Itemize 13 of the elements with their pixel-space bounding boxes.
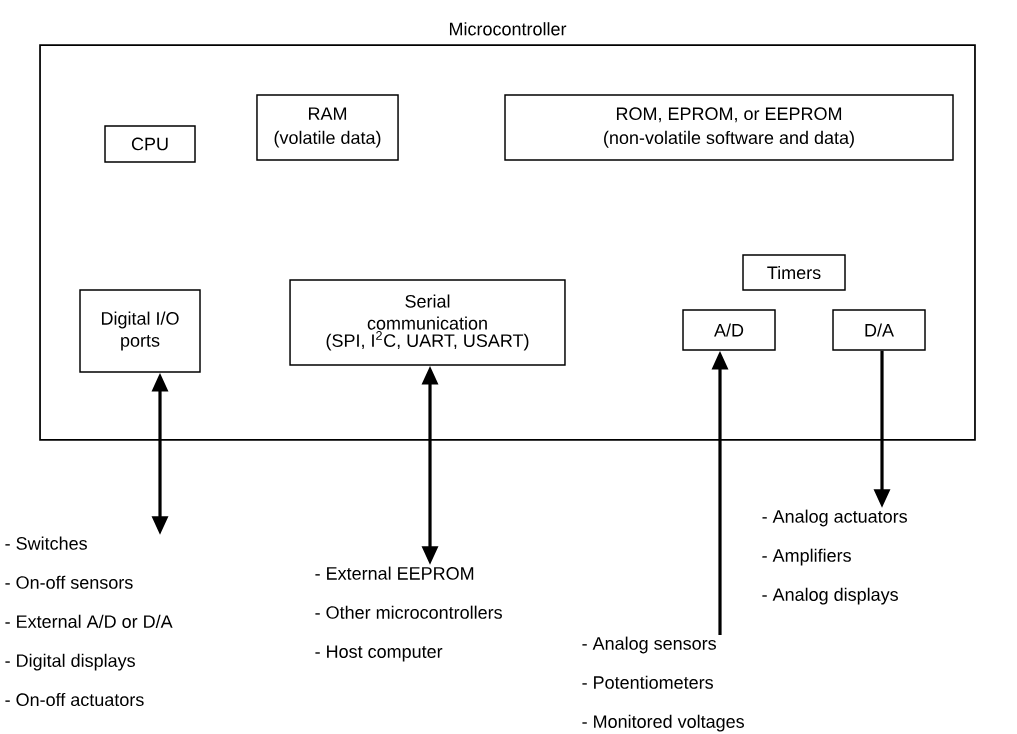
bullet-list: - Analog sensors - Potentiometers - Monitored voltages xyxy=(582,636,744,732)
component-box: Serial communication (SPI, I$^{2}$C, UART, USART) xyxy=(289,279,566,366)
bullet-list: - External EEPROM - Other microcontrollers - Host computer xyxy=(315,566,502,662)
component-box: RAM (volatile data) xyxy=(256,94,399,161)
component-box: A/D xyxy=(682,309,776,351)
component-box: ROM, EPROM, or EEPROM (non-volatile software and data) xyxy=(504,94,954,161)
component-box: Digital I/O ports xyxy=(79,289,201,373)
bullet-list: - Analog actuators - Amplifiers - Analog displays xyxy=(762,509,907,605)
component-box: CPU xyxy=(104,125,196,163)
component-box: Timers xyxy=(742,254,846,291)
bullet-list: - Switches - On-off sensors - External A/D or D/A - Digital displays - On-off actuators xyxy=(5,536,173,707)
component-box: D/A xyxy=(832,309,926,351)
box-title: Microcontroller xyxy=(450,22,567,36)
